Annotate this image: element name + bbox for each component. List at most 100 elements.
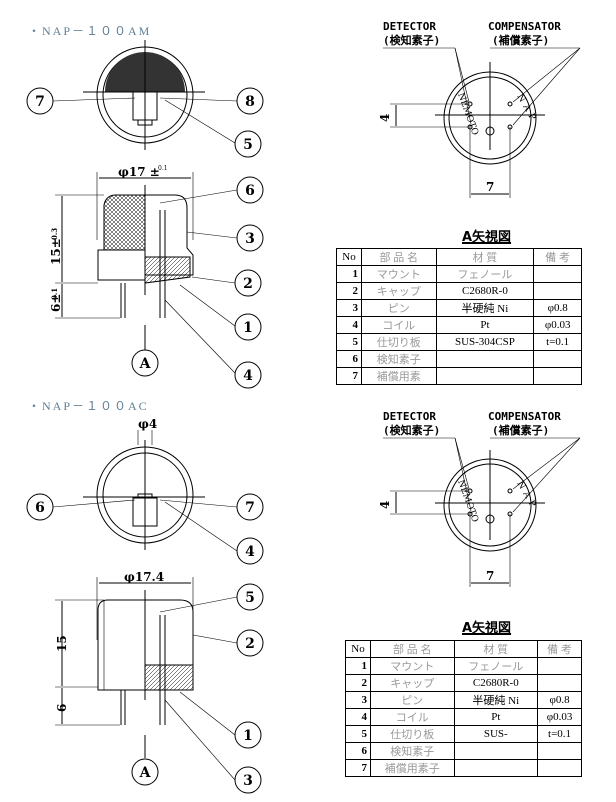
- callout-3: 3: [236, 224, 264, 252]
- table-cell: 4: [345, 708, 371, 726]
- am-side-view: φ17 ± 0.1 15± 0.3 6± 0.1: [49, 165, 194, 350]
- am-top-view: [83, 40, 205, 150]
- drawing-label: 4: [378, 501, 392, 509]
- table-cell: 補償用素: [361, 367, 437, 385]
- am-callouts: 7 8 5 6 3 2 1 4 A: [26, 87, 264, 389]
- ac-diameter-dim: φ17.4: [124, 570, 164, 584]
- column-header: No: [336, 248, 362, 266]
- drawing-label: 3: [245, 231, 255, 247]
- table-cell: 5: [336, 333, 362, 351]
- table-cell: 6: [345, 742, 371, 760]
- drawing-label: (補償素子): [492, 33, 549, 47]
- am-pin-view: DETECTOR (検知素子) COMPENSATOR (補償素子) 4 7 N…: [378, 20, 581, 198]
- table-cell: SUS-304CSP: [435, 333, 535, 351]
- ac-side-view: φ17.4 15 6: [55, 570, 194, 758]
- ac-pin-dim: 6: [55, 704, 69, 712]
- drawing-label: 7: [245, 500, 255, 516]
- ac-pin-view: DETECTOR (検知素子) COMPENSATOR (補償素子) 4 7 N…: [378, 410, 581, 587]
- table-cell: φ0.03: [533, 316, 582, 334]
- callout-5: 5: [236, 583, 264, 611]
- am-pin-dim: 6±: [49, 294, 63, 312]
- ac-center-dim: φ4: [138, 417, 157, 431]
- table-cell: キャップ: [361, 282, 437, 300]
- column-header: 部 品 名: [361, 248, 437, 266]
- drawing-label: 7: [486, 569, 494, 583]
- column-header: 材 質: [453, 640, 539, 658]
- callout-1: 1: [234, 721, 262, 749]
- callout-1: 1: [234, 313, 262, 341]
- table-cell: 2: [345, 674, 371, 692]
- table-cell: 4: [336, 316, 362, 334]
- column-header: No: [345, 640, 371, 658]
- drawing-label: COMPENSATOR: [488, 410, 561, 423]
- table-cell: [537, 657, 582, 675]
- table-cell: キャップ: [370, 674, 455, 692]
- drawing-label: 1: [243, 320, 253, 336]
- table-cell: [537, 759, 582, 777]
- table-cell: [453, 759, 539, 777]
- table-cell: 7: [336, 367, 362, 385]
- table-cell: t=0.1: [537, 725, 582, 743]
- drawing-label: 7: [35, 94, 45, 110]
- am-pin-tol: 0.1: [50, 288, 59, 300]
- table-cell: 1: [336, 265, 362, 283]
- table-cell: 仕切り板: [361, 333, 437, 351]
- ac-top-view: φ4: [83, 417, 205, 550]
- drawing-label: 5: [243, 137, 253, 153]
- drawing-label: 2: [243, 276, 253, 292]
- drawing-label: 2: [245, 636, 255, 652]
- table-cell: SUS-: [453, 725, 539, 743]
- table-cell: 検知素子: [361, 350, 437, 368]
- callout-A: A: [131, 349, 159, 377]
- callout-3: 3: [234, 766, 262, 794]
- table-cell: 検知素子: [370, 742, 455, 760]
- table-cell: φ0.8: [537, 691, 582, 709]
- table-title-am: A矢視図: [462, 230, 512, 245]
- table-cell: フェノール: [435, 265, 535, 283]
- table-cell: φ0.8: [533, 299, 582, 317]
- table-cell: [533, 367, 582, 385]
- table-title-ac: A矢視図: [462, 621, 512, 636]
- table-cell: マウント: [370, 657, 455, 675]
- drawing-label: A: [139, 356, 152, 372]
- table-cell: C2680R-0: [435, 282, 535, 300]
- table-cell: コイル: [370, 708, 455, 726]
- column-header: 部 品 名: [370, 640, 455, 658]
- am-diameter-dim: φ17 ±: [118, 165, 160, 179]
- drawing-label: NEMOTO: [455, 92, 480, 137]
- am-height-dim: 15±: [49, 238, 63, 265]
- callout-5: 5: [234, 130, 262, 158]
- am-height-tol: 0.3: [50, 228, 59, 240]
- drawing-label: (検知素子): [383, 423, 440, 437]
- table-cell: t=0.1: [533, 333, 582, 351]
- callout-2: 2: [236, 629, 264, 657]
- table-cell: [533, 350, 582, 368]
- drawing-label: (補償素子): [492, 423, 549, 437]
- table-cell: フェノール: [453, 657, 539, 675]
- drawing-label: A: [139, 765, 152, 781]
- table-cell: φ0.03: [537, 708, 582, 726]
- drawing-label: (検知素子): [383, 33, 440, 47]
- callout-2: 2: [234, 269, 262, 297]
- table-cell: [533, 265, 582, 283]
- drawing-label: 6: [245, 183, 255, 199]
- section-title-ac: ・NAP－１００AC: [28, 399, 149, 413]
- drawing-label: DETECTOR: [383, 20, 436, 33]
- table-cell: Pt: [435, 316, 535, 334]
- ac-callouts: 6 7 4 5 2 1 3 A: [26, 493, 264, 794]
- callout-7: 7: [26, 87, 54, 115]
- column-header: 材 質: [435, 248, 535, 266]
- table-cell: 5: [345, 725, 371, 743]
- table-cell: ピン: [361, 299, 437, 317]
- table-cell: Pt: [453, 708, 539, 726]
